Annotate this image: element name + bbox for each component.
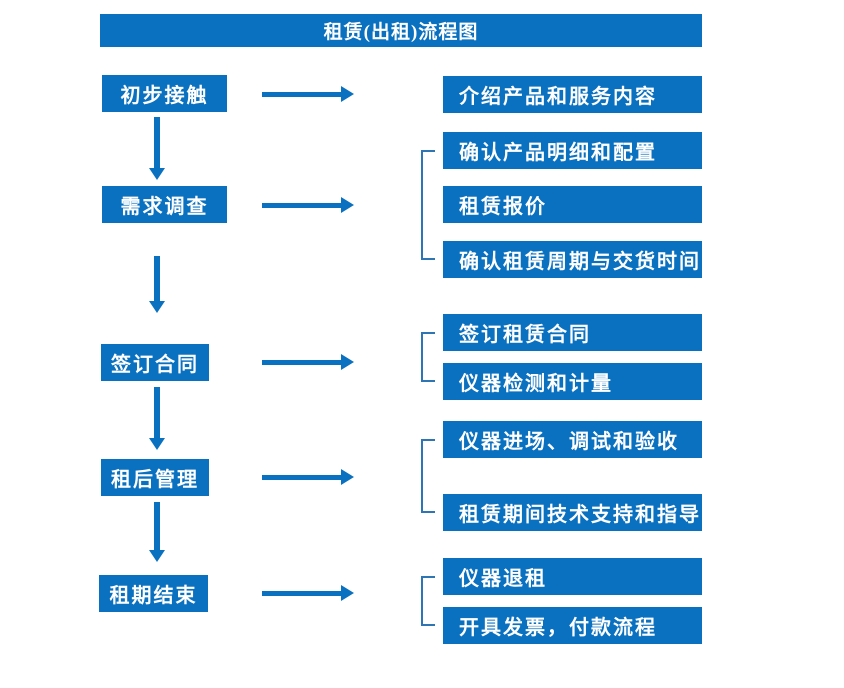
arrow-right-icon [262,469,354,485]
detail-box-5-1: 仪器退租 [443,558,702,595]
step-box-2: 需求调查 [102,186,227,223]
detail-box-1-1: 介绍产品和服务内容 [443,76,702,113]
detail-box-3-1: 签订租赁合同 [443,314,702,351]
step-box-5: 租期结束 [99,575,208,612]
step-box-3: 签订合同 [101,344,209,381]
detail-box-2-2: 租赁报价 [443,186,702,223]
step-box-1: 初步接触 [102,75,227,112]
detail-box-4-2: 租赁期间技术支持和指导 [443,494,702,531]
arrow-down-icon [149,502,165,562]
arrow-right-icon [262,354,354,370]
group-bracket-icon [421,439,435,513]
detail-box-2-3: 确认租赁周期与交货时间 [443,241,702,278]
group-bracket-icon [421,332,435,382]
group-bracket-icon [421,576,435,626]
detail-box-4-1: 仪器进场、调试和验收 [443,421,702,458]
arrow-down-icon [149,256,165,313]
detail-box-2-1: 确认产品明细和配置 [443,132,702,169]
group-bracket-icon [421,150,435,260]
step-box-4: 租后管理 [101,459,209,496]
arrow-right-icon [262,86,354,102]
arrow-down-icon [149,387,165,450]
detail-box-3-2: 仪器检测和计量 [443,363,702,400]
arrow-down-icon [149,117,165,180]
arrow-right-icon [262,585,354,601]
arrow-right-icon [262,197,354,213]
page-title: 租赁(出租)流程图 [323,22,479,43]
title-bar: 租赁(出租)流程图 [100,14,702,47]
detail-box-5-2: 开具发票，付款流程 [443,607,702,644]
